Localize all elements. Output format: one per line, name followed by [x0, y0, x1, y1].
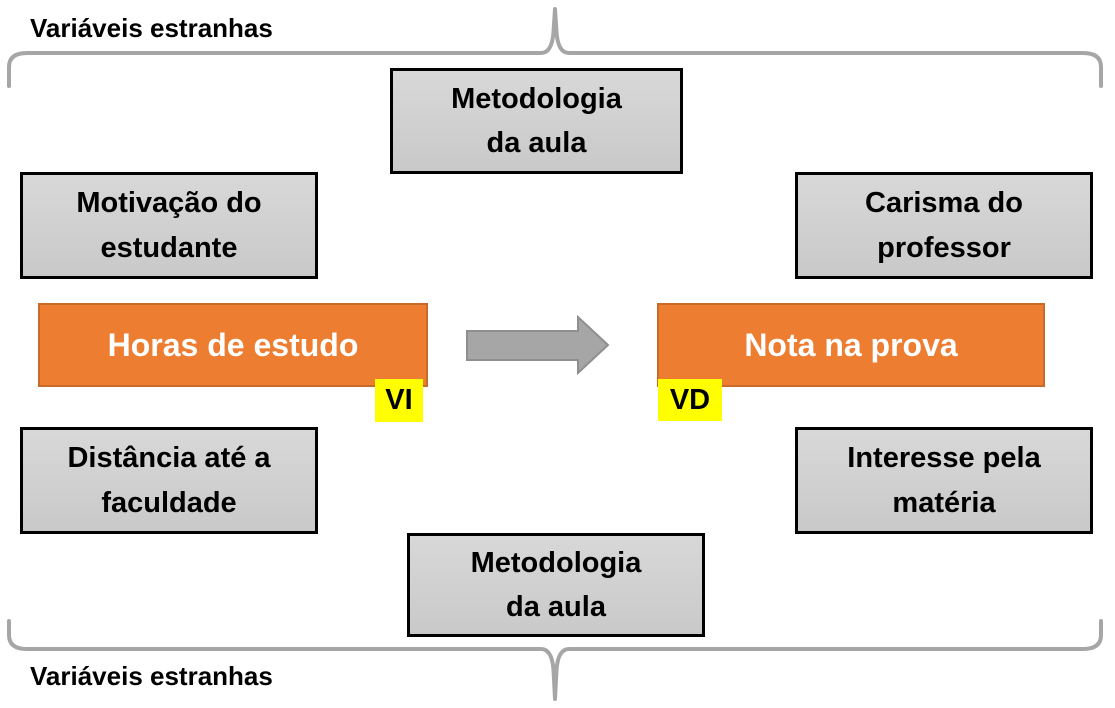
extraneous-box-interesse: Interesse pela matéria — [795, 427, 1093, 534]
box-label-line: Carisma do — [865, 187, 1023, 220]
dependent-variable-tag: VD — [658, 379, 722, 421]
box-label-line: estudante — [100, 231, 238, 264]
box-label-line: da aula — [506, 591, 606, 623]
box-label-line: faculdade — [101, 486, 237, 519]
extraneous-box-distancia: Distância até a faculdade — [20, 427, 318, 534]
extraneous-box-carisma: Carisma do professor — [795, 172, 1093, 279]
bottom-brace-label: Variáveis estranhas — [30, 661, 273, 691]
box-label-line: Metodologia — [451, 82, 622, 115]
box-label-line: Interesse pela — [847, 442, 1041, 475]
causal-arrow-icon — [466, 314, 610, 376]
box-label-line: Motivação do — [76, 187, 262, 220]
box-label-line: da aula — [486, 127, 587, 159]
top-brace — [7, 7, 1103, 88]
top-brace-label: Variáveis estranhas — [30, 13, 273, 43]
extraneous-box-metodologia-bottom: Metodologia da aula — [407, 533, 705, 637]
independent-variable-tag: VI — [375, 379, 423, 422]
extraneous-box-motivacao: Motivação do estudante — [20, 172, 318, 279]
bottom-brace — [7, 619, 1103, 701]
independent-variable-box: Horas de estudo — [38, 303, 428, 387]
box-label-line: professor — [877, 231, 1011, 264]
box-label-line: Metodologia — [470, 546, 642, 579]
extraneous-box-metodologia-top: Metodologia da aula — [390, 68, 683, 174]
box-label-line: matéria — [892, 486, 996, 519]
dependent-variable-box: Nota na prova — [657, 303, 1045, 387]
box-label-line: Distância até a — [67, 442, 271, 475]
